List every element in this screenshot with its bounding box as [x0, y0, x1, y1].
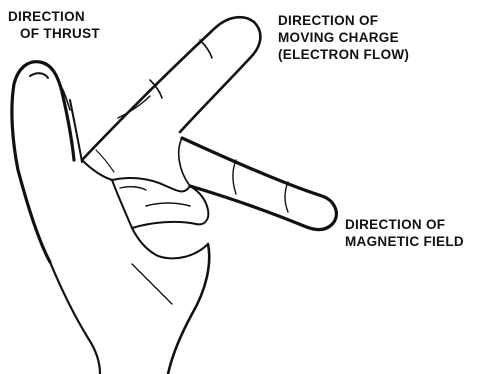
index-finger	[82, 17, 260, 160]
thumb	[12, 62, 82, 262]
label-thrust-line-2: OF THRUST	[8, 25, 100, 42]
label-charge-line-3: (ELECTRON FLOW)	[278, 46, 409, 63]
label-thrust-line-1: DIRECTION	[8, 8, 100, 25]
label-direction-of-moving-charge: DIRECTION OF MOVING CHARGE (ELECTRON FLO…	[278, 12, 409, 63]
palm-and-wrist	[50, 150, 209, 374]
label-field-line-1: DIRECTION OF	[345, 216, 464, 233]
label-charge-line-1: DIRECTION OF	[278, 12, 409, 29]
label-direction-of-magnetic-field: DIRECTION OF MAGNETIC FIELD	[345, 216, 464, 250]
middle-finger	[179, 138, 337, 229]
label-charge-line-2: MOVING CHARGE	[278, 29, 409, 46]
label-direction-of-thrust: DIRECTION OF THRUST	[8, 8, 100, 42]
label-field-line-2: MAGNETIC FIELD	[345, 233, 464, 250]
